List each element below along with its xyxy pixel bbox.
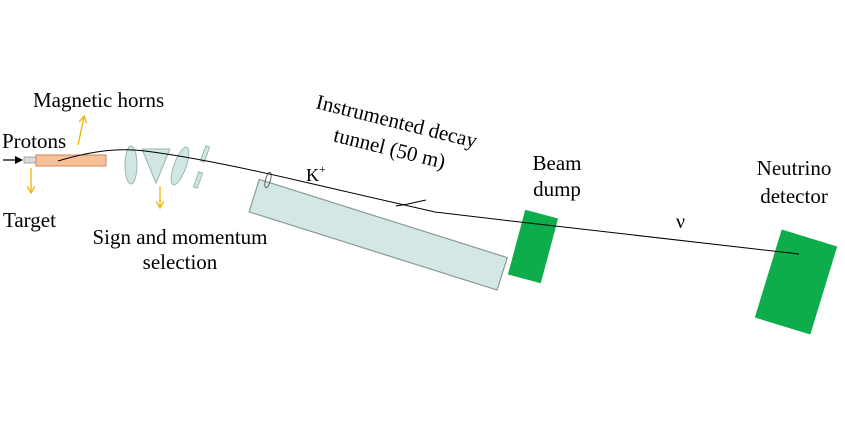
kaon-direction-arrow: [395, 199, 427, 207]
horns-pointer-arrow: [77, 117, 84, 146]
collimator-upper: [199, 145, 211, 163]
decay-tunnel: [248, 178, 509, 291]
label-kaon: K+: [306, 162, 326, 185]
label-beam: Beam: [533, 151, 582, 175]
label-sign-momentum: Sign and momentum: [93, 225, 268, 249]
label-dump: dump: [533, 177, 581, 201]
horn-cone: [141, 148, 171, 185]
tunnel-entrance: [264, 171, 272, 189]
target-rod: [35, 154, 107, 167]
label-neutrino-symbol: ν: [676, 211, 685, 233]
label-protons: Protons: [2, 129, 66, 153]
horn-lens-1: [124, 145, 138, 185]
injector-block: [23, 156, 37, 164]
label-neutrino: Neutrino: [757, 156, 832, 180]
label-selection: selection: [143, 250, 218, 274]
label-magnetic-horns: Magnetic horns: [33, 88, 164, 112]
beam-dump: [507, 209, 559, 284]
horn-lens-2: [170, 146, 190, 186]
neutrino-detector: [754, 229, 838, 335]
label-detector: detector: [760, 184, 828, 208]
label-target: Target: [3, 208, 56, 232]
beam-trajectory: [57, 149, 800, 255]
collimator-lower: [192, 171, 204, 189]
